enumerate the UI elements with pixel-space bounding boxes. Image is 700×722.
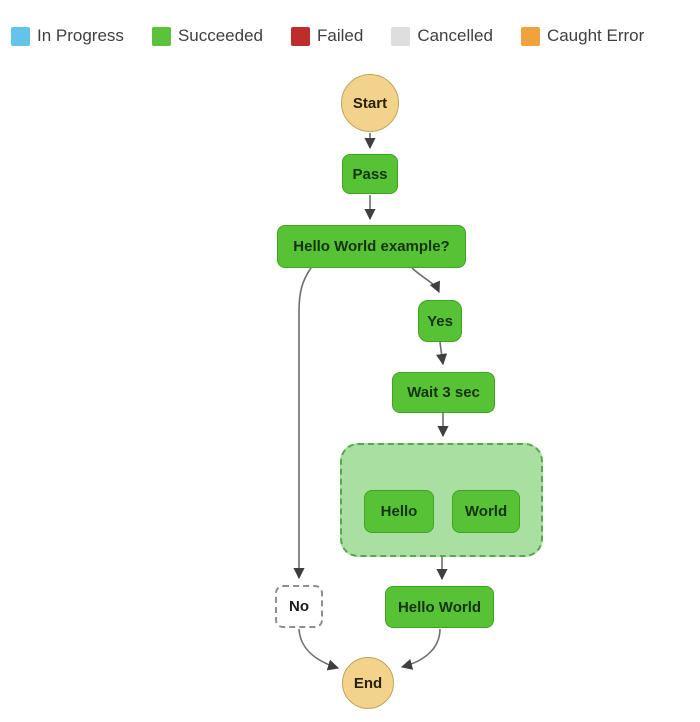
edge-yes-wait: [436, 341, 448, 366]
node-pass[interactable]: Pass: [342, 154, 398, 194]
node-hello-world[interactable]: Hello World: [385, 586, 494, 628]
edge-no-end: [298, 628, 340, 671]
node-label: Wait 3 sec: [407, 384, 480, 401]
cancelled-swatch-icon: [391, 26, 411, 46]
node-no[interactable]: No: [275, 585, 323, 628]
legend-label: Cancelled: [417, 26, 493, 45]
node-world[interactable]: World: [452, 490, 520, 533]
node-label: Pass: [352, 165, 388, 183]
in-progress-swatch-icon: [11, 26, 30, 46]
node-label: Start: [352, 94, 388, 112]
legend-label: Failed: [317, 26, 364, 45]
edge-choice-no: [293, 267, 312, 580]
failed-swatch-icon: [291, 26, 311, 46]
legend-item-succeeded: Succeeded: [151, 26, 264, 46]
node-label: No: [289, 598, 309, 615]
edge-choice-yes: [411, 267, 441, 294]
node-wait-3-sec[interactable]: Wait 3 sec: [392, 372, 495, 413]
node-label: Hello World example?: [293, 238, 450, 255]
node-label: Yes: [427, 312, 453, 330]
node-end[interactable]: End: [342, 657, 394, 709]
node-label: End: [353, 674, 383, 692]
node-hello[interactable]: Hello: [364, 490, 434, 533]
node-choice-hello-world-example[interactable]: Hello World example?: [277, 225, 466, 268]
node-label: Hello: [380, 503, 418, 520]
caught-error-swatch-icon: [520, 26, 540, 46]
legend-item-failed: Failed: [291, 26, 363, 46]
legend-item-caught-error: Caught Error: [520, 26, 645, 46]
legend-item-cancelled: Cancelled: [391, 26, 493, 46]
node-start[interactable]: Start: [341, 74, 399, 132]
legend-label: In Progress: [37, 26, 124, 45]
node-label: World: [464, 503, 508, 520]
succeeded-swatch-icon: [151, 26, 171, 46]
edge-helloworld-end: [400, 628, 441, 670]
legend-label: Succeeded: [177, 26, 264, 45]
legend-label: Caught Error: [546, 26, 645, 45]
legend-item-in-progress: In Progress: [11, 26, 124, 46]
status-legend: In Progress Succeeded Failed Cancelled C…: [11, 26, 644, 46]
node-label: Hello World: [397, 598, 482, 616]
node-yes[interactable]: Yes: [418, 300, 462, 342]
